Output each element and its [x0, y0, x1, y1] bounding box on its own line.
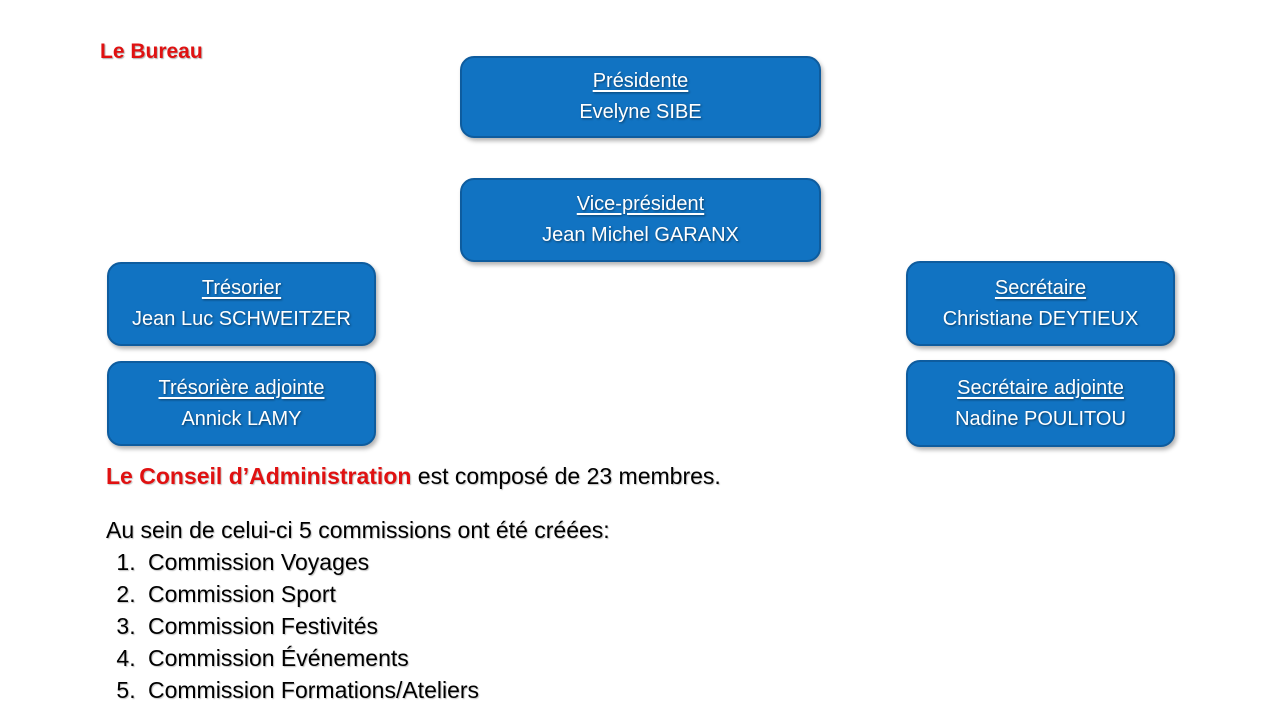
commission-item-formations-ateliers: Commission Formations/Ateliers [142, 674, 610, 706]
org-box-vice-president: Vice-président Jean Michel GARANX [460, 178, 821, 262]
role-label: Présidente [592, 70, 689, 92]
person-name: Nadine POULITOU [955, 407, 1126, 430]
conseil-administration-heading: Le Conseil d’Administration [106, 463, 412, 489]
person-name: Annick LAMY [181, 407, 302, 430]
slide-title: Le Bureau [100, 40, 203, 63]
commission-item-festivites: Commission Festivités [142, 610, 610, 642]
org-box-secretaire-adjointe: Secrétaire adjointe Nadine POULITOU [906, 360, 1175, 447]
person-name: Jean Michel GARANX [542, 224, 739, 246]
commission-item-voyages: Commission Voyages [142, 546, 610, 578]
person-name: Christiane DEYTIEUX [942, 307, 1139, 330]
person-name: Jean Luc SCHWEITZER [132, 308, 351, 330]
commissions-list: Commission Voyages Commission Sport Comm… [106, 546, 610, 706]
commissions-block: Au sein de celui-ci 5 commissions ont ét… [106, 514, 610, 706]
org-box-tresoriere-adjointe: Trésorière adjointe Annick LAMY [107, 361, 376, 446]
role-label: Secrétaire [994, 276, 1087, 299]
commissions-intro: Au sein de celui-ci 5 commissions ont ét… [106, 517, 610, 543]
role-label: Trésorier [201, 277, 282, 299]
conseil-administration-rest: est composé de 23 membres. [411, 463, 721, 489]
person-name: Evelyne SIBE [579, 101, 702, 123]
commission-item-evenements: Commission Événements [142, 642, 610, 674]
org-box-secretaire: Secrétaire Christiane DEYTIEUX [906, 261, 1175, 346]
org-box-tresorier: Trésorier Jean Luc SCHWEITZER [107, 262, 376, 346]
commission-item-sport: Commission Sport [142, 578, 610, 610]
role-label: Secrétaire adjointe [957, 376, 1124, 399]
org-box-presidente: Présidente Evelyne SIBE [460, 56, 821, 138]
conseil-administration-line: Le Conseil d’Administration est composé … [106, 463, 721, 490]
role-label: Trésorière adjointe [158, 376, 325, 399]
role-label: Vice-président [576, 193, 705, 215]
